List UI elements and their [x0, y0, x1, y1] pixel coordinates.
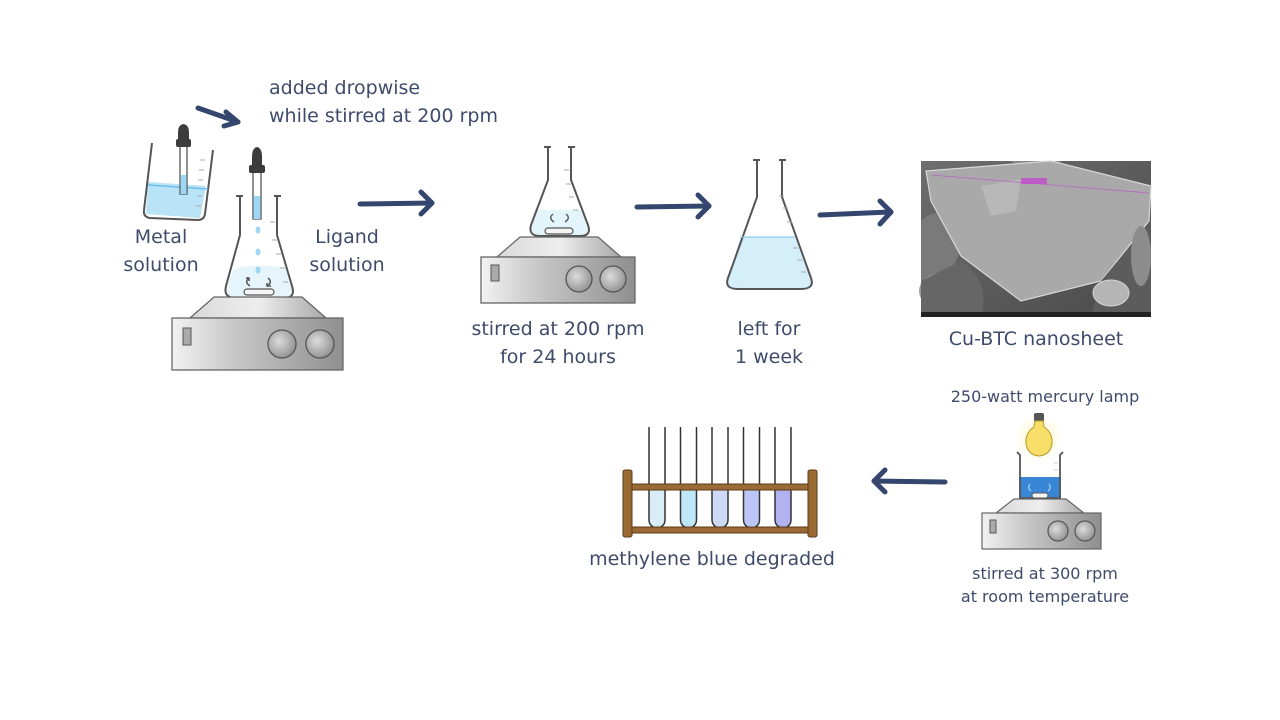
- degraded-label: methylene blue degraded: [589, 548, 835, 570]
- tube-liquid: [775, 490, 791, 528]
- stir-label-line2: for 24 hours: [500, 346, 616, 368]
- product-label: Cu-BTC nanosheet: [948, 328, 1124, 350]
- dropwise-label-line2: while stirred at 200 rpm: [269, 105, 498, 127]
- beaker-icon: [142, 142, 214, 222]
- magnetic-stirrer-icon: [981, 498, 1102, 550]
- rack-frame: [622, 469, 818, 538]
- sem-image: [919, 160, 1152, 317]
- tube-liquid: [712, 490, 728, 528]
- left-label-line1: left for: [737, 318, 801, 340]
- beaker-icon: [1016, 451, 1064, 499]
- tube-liquid: [649, 490, 665, 528]
- test-tube: [679, 427, 698, 529]
- dropper-icon: [249, 147, 265, 220]
- test-tube: [648, 427, 666, 529]
- left-label-line2: 1 week: [734, 346, 804, 368]
- arrow-right-icon: [195, 105, 241, 129]
- magnetic-stirrer-icon: [171, 296, 344, 371]
- ligand-solution-label: Ligand solution: [298, 223, 396, 279]
- metal-solution-label: Metal solution: [112, 223, 210, 279]
- arrow-right-icon: [357, 189, 435, 217]
- photo-label-line2: at room temperature: [960, 587, 1130, 606]
- arrow-right-icon: [817, 198, 894, 227]
- arrow-right-icon: [634, 192, 712, 220]
- test-tube: [774, 427, 792, 529]
- test-tube: [711, 427, 729, 529]
- metal-label-line2: solution: [123, 254, 199, 276]
- tube-liquid: [743, 490, 760, 528]
- arrow-left-icon: [871, 467, 948, 495]
- stir-label-line1: stirred at 200 rpm: [471, 318, 645, 340]
- erlenmeyer-flask-icon: [529, 146, 590, 237]
- ligand-label-line1: Ligand: [315, 226, 379, 248]
- tube-liquid: [680, 490, 697, 528]
- photocatalysis-label: stirred at 300 rpm at room temperature: [935, 562, 1155, 608]
- ligand-label-line2: solution: [309, 254, 385, 276]
- metal-label-line1: Metal: [134, 226, 188, 248]
- magnetic-stirrer-icon: [480, 236, 636, 304]
- erlenmeyer-flask-icon: [726, 159, 813, 290]
- dropwise-label: added dropwise while stirred at 200 rpm: [269, 74, 498, 130]
- light-bulb-icon: [1025, 413, 1053, 457]
- dropwise-label-line1: added dropwise: [269, 77, 421, 99]
- test-tube: [742, 427, 761, 529]
- photo-label-line1: stirred at 300 rpm: [972, 564, 1118, 583]
- left-1-week-label: left for 1 week: [709, 315, 829, 371]
- lamp-label: 250-watt mercury lamp: [950, 387, 1140, 406]
- stir-24h-label: stirred at 200 rpm for 24 hours: [448, 315, 668, 371]
- dropper-icon: [176, 124, 191, 195]
